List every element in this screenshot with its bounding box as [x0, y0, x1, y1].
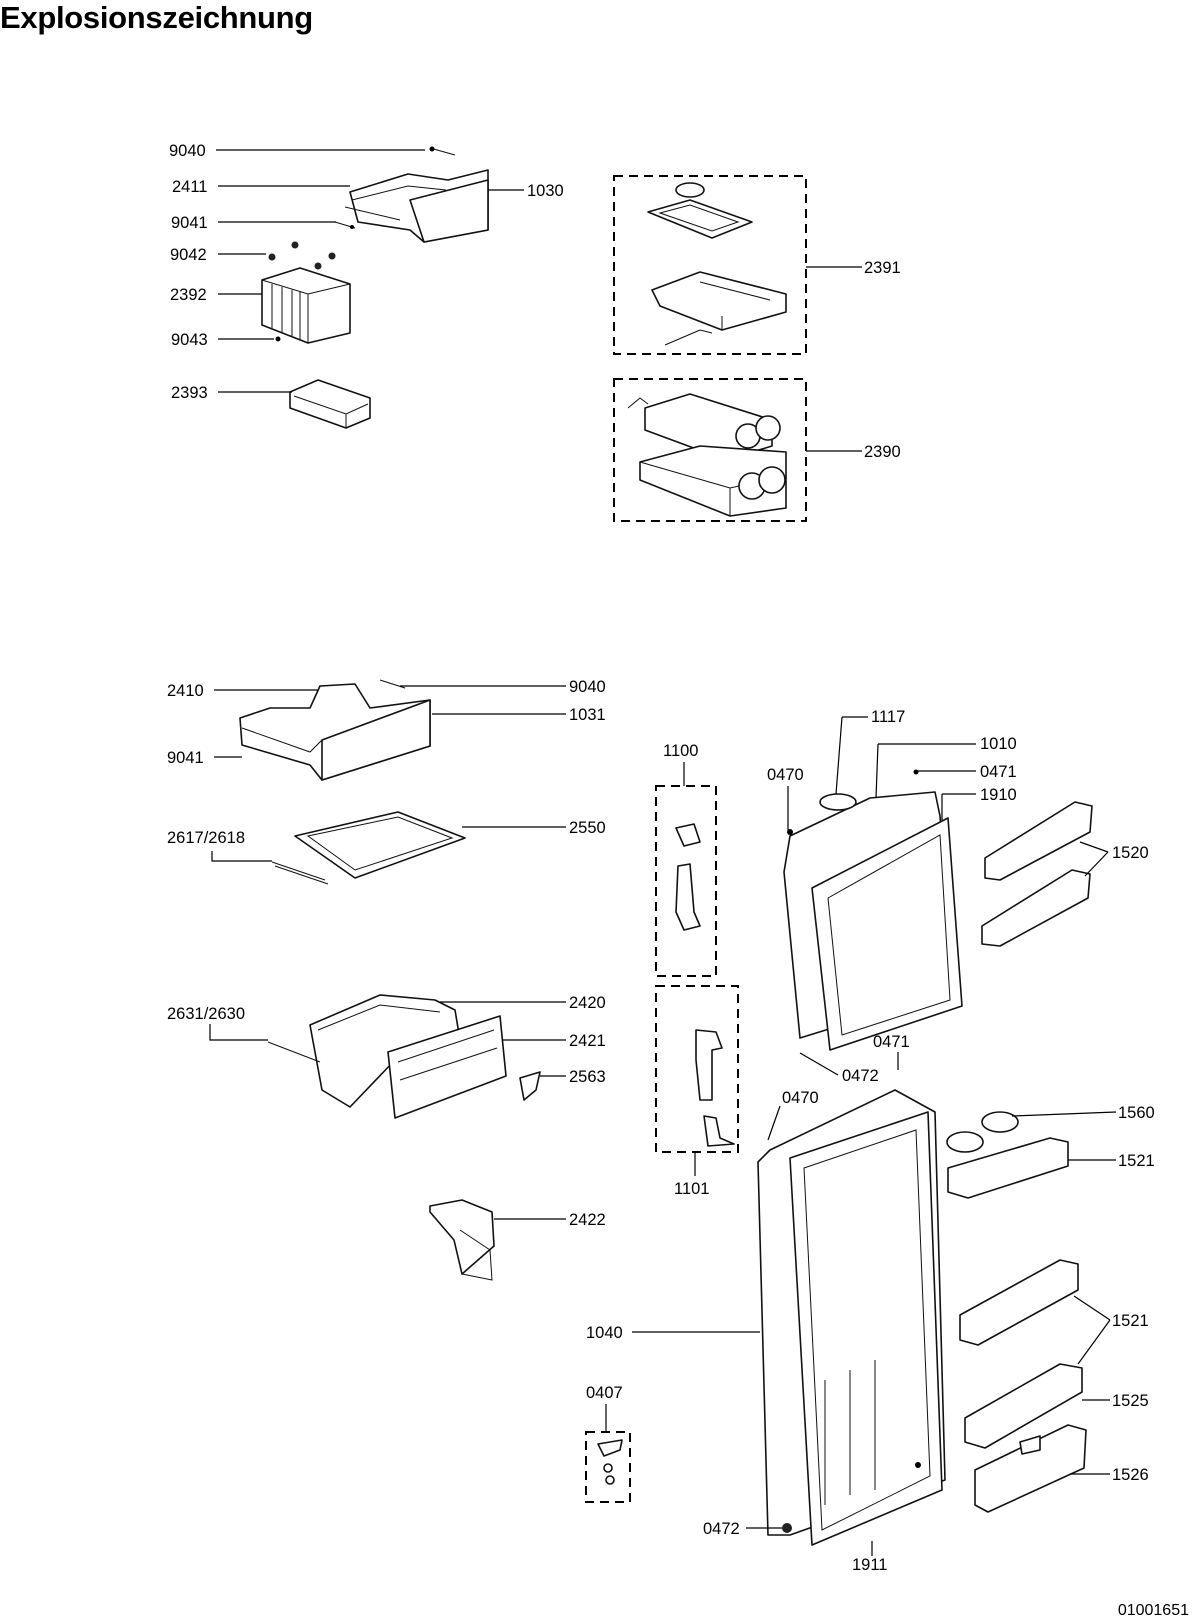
- callout-9041-b: 9041: [167, 749, 204, 767]
- drawer-1031: [239, 679, 431, 781]
- callout-2393: 2393: [171, 384, 208, 402]
- handle-1101: [695, 1029, 735, 1147]
- hinge-box-0407: [585, 1431, 631, 1503]
- callout-2410: 2410: [167, 682, 204, 700]
- ice-tray-2390: [627, 393, 787, 517]
- callout-0470: 0470: [767, 766, 804, 784]
- callout-1030: 1030: [527, 182, 564, 200]
- glass-shelf-2550: [271, 811, 466, 885]
- callout-1560: 1560: [1118, 1104, 1155, 1122]
- callout-1101: 1101: [674, 1180, 709, 1198]
- document-id: 01001651: [1117, 1602, 1189, 1619]
- screws-9042-icon: [268, 241, 336, 270]
- callout-0407: 0407: [586, 1384, 623, 1402]
- callout-1911: 1911: [852, 1556, 887, 1574]
- door-bin-1525: [964, 1363, 1083, 1449]
- callout-1521: 1521: [1118, 1152, 1155, 1170]
- callout-1910: 1910: [980, 786, 1017, 804]
- callout-1520: 1520: [1112, 844, 1149, 862]
- callout-0471-b: 0471: [873, 1033, 910, 1051]
- callout-2422: 2422: [569, 1211, 606, 1229]
- assembly-box-2390: [613, 378, 807, 522]
- ice-module-2392: [261, 267, 351, 344]
- door-bins-1521: [947, 1137, 1079, 1346]
- callout-0472: 0472: [842, 1067, 879, 1085]
- screw-9040-icon: [429, 146, 456, 156]
- door-bin-1526: [974, 1424, 1087, 1513]
- callout-1525: 1525: [1112, 1392, 1149, 1410]
- callout-0471: 0471: [980, 763, 1017, 781]
- callout-2421: 2421: [569, 1032, 606, 1050]
- callout-0470-b: 0470: [782, 1089, 819, 1107]
- freezer-door-1010: [783, 769, 963, 1051]
- fridge-door-1040: [757, 1089, 946, 1546]
- callout-9040-b: 9040: [569, 678, 606, 696]
- ice-maker-top-2391: [647, 182, 787, 346]
- handle-box-1101: [655, 985, 739, 1153]
- callout-1010: 1010: [980, 735, 1017, 753]
- handle-1100: [675, 823, 701, 931]
- crisper-drawer-2420: [267, 994, 541, 1119]
- callout-1526: 1526: [1112, 1466, 1149, 1484]
- page-title: Explosionszeichnung: [0, 0, 313, 35]
- callout-2391: 2391: [864, 259, 901, 277]
- callout-labels: 9040 2411 9041 9042 2392 9043 2393 1030 …: [167, 142, 1155, 1574]
- door-bins-1520: [981, 801, 1093, 947]
- freezer-drawer-1030: [344, 169, 489, 243]
- callout-2550: 2550: [569, 819, 606, 837]
- callout-2420: 2420: [569, 994, 606, 1012]
- callout-1521-b: 1521: [1112, 1312, 1149, 1330]
- callout-9043: 9043: [171, 331, 208, 349]
- screw-9041-icon: [334, 221, 356, 229]
- bracket-2422: [429, 1199, 495, 1281]
- callout-2563: 2563: [569, 1068, 606, 1086]
- assembly-box-2391: [613, 175, 807, 355]
- callout-2631-2630: 2631/2630: [167, 1005, 245, 1023]
- callout-2411: 2411: [172, 178, 207, 196]
- callout-0472-b: 0472: [703, 1520, 740, 1538]
- callout-1040: 1040: [586, 1324, 623, 1342]
- callout-9040: 9040: [169, 142, 206, 160]
- hinge-0407: [597, 1439, 623, 1485]
- handle-box-1100: [655, 785, 717, 977]
- callout-2617-2618: 2617/2618: [167, 829, 245, 847]
- callout-1031: 1031: [569, 706, 606, 724]
- leader-lines: [209, 149, 1117, 1556]
- callout-2392: 2392: [170, 286, 207, 304]
- tray-2393: [289, 379, 371, 429]
- callout-2390: 2390: [864, 443, 901, 461]
- callout-1117: 1117: [871, 708, 905, 726]
- callout-1100: 1100: [663, 742, 698, 760]
- callout-9042: 9042: [170, 246, 207, 264]
- egg-tray-1560: [946, 1111, 1019, 1153]
- callout-9041: 9041: [171, 214, 208, 232]
